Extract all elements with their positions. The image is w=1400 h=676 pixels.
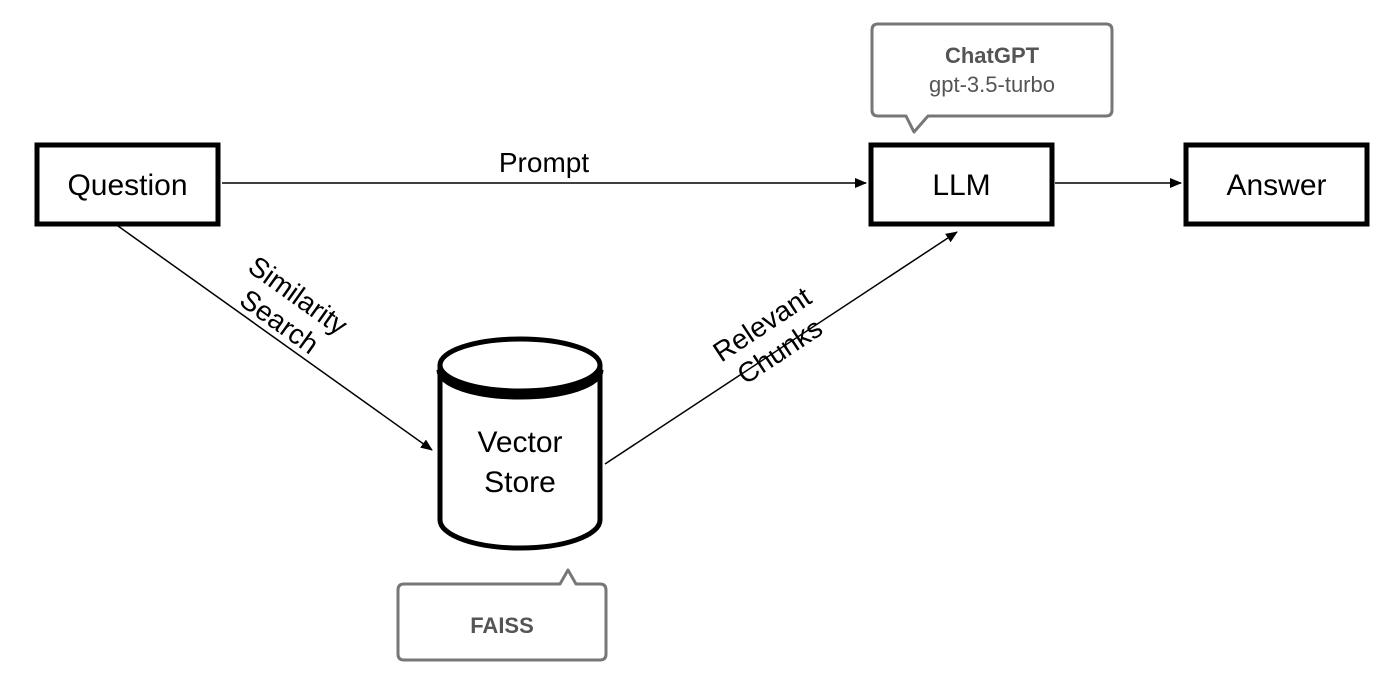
faiss-callout: FAISS — [396, 568, 608, 662]
prompt-label: Prompt — [499, 147, 589, 178]
relevant-chunks-edge: Relevant Chunks — [604, 231, 958, 465]
answer-node: Answer — [1183, 142, 1370, 227]
chatgpt-callout: ChatGPT gpt-3.5-turbo — [870, 22, 1114, 134]
question-node: Question — [34, 142, 221, 227]
chatgpt-callout-title: ChatGPT — [945, 43, 1040, 68]
chatgpt-callout-model: gpt-3.5-turbo — [929, 72, 1055, 97]
question-label: Question — [67, 169, 187, 202]
faiss-callout-title: FAISS — [470, 613, 534, 638]
vector-store-label-line-1: Vector — [477, 426, 562, 459]
llm-label: LLM — [932, 169, 990, 202]
similarity-search-edge: Similarity Search — [117, 225, 433, 451]
prompt-edge: Prompt — [222, 147, 867, 188]
answer-label: Answer — [1226, 169, 1326, 202]
llm-node: LLM — [868, 142, 1055, 227]
vector-store-label-line-2: Store — [484, 466, 556, 499]
vector-store-node: Vector Store — [436, 336, 604, 551]
